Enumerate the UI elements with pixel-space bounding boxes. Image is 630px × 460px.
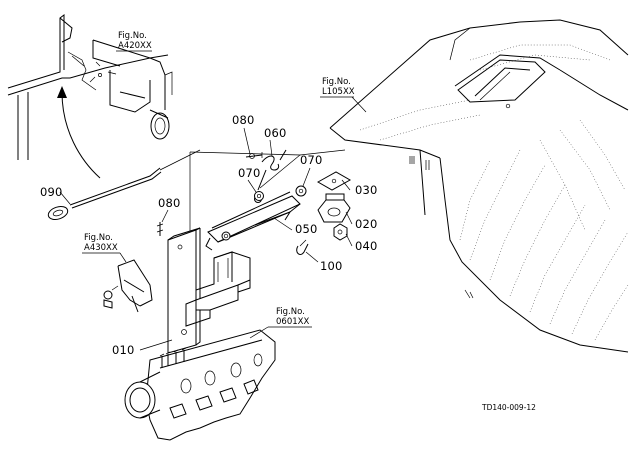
rod-part-090: [47, 167, 162, 220]
spring-part-060: [257, 149, 287, 191]
svg-text:Fig.No.: Fig.No.: [84, 233, 113, 243]
bracket-part-010: [167, 227, 251, 354]
callout-100: 100: [320, 259, 343, 273]
callout-040: 040: [355, 239, 378, 253]
fig-ref-l105: Fig.No. L105XX: [320, 77, 355, 98]
callout-070-left: 070: [238, 166, 261, 180]
plate-part-030: [316, 171, 352, 191]
drawing-code: TD140-009-12: [481, 403, 536, 412]
lower-bracket-assembly: [103, 259, 153, 313]
fig-ref-0601: Fig.No. 0601XX: [268, 307, 312, 328]
washer-part-070-left: [254, 191, 264, 201]
hidden-line: [159, 149, 201, 171]
clamp-part-020: [317, 193, 351, 223]
svg-text:0601XX: 0601XX: [276, 317, 309, 327]
fig-ref-a430: Fig.No. A430XX: [82, 233, 120, 254]
callout-090: 090: [40, 185, 63, 199]
plate-hole: [331, 178, 337, 184]
svg-text:Fig.No.: Fig.No.: [118, 31, 147, 41]
leader-lines: [59, 71, 367, 351]
callout-020: 020: [355, 217, 378, 231]
upper-frame-assembly: [7, 14, 173, 160]
svg-text:Fig.No.: Fig.No.: [322, 77, 351, 87]
arrowhead-icon: [57, 86, 67, 98]
lever-part-050: [205, 191, 301, 251]
svg-text:A430XX: A430XX: [84, 243, 118, 253]
callout-060: 060: [264, 126, 287, 140]
pin-part-080-left: [156, 222, 164, 236]
callout-050: 050: [295, 222, 318, 236]
svg-text:A420XX: A420XX: [118, 41, 152, 51]
callout-010: 010: [112, 343, 135, 357]
washer-hole: [256, 193, 262, 199]
callout-070-right: 070: [300, 153, 323, 167]
hood-panel: [329, 19, 629, 353]
callout-080-left: 080: [158, 196, 181, 210]
callout-030: 030: [355, 183, 378, 197]
callout-080-upper: 080: [232, 113, 255, 127]
washer-part-070-right: [295, 185, 307, 197]
washer-hole: [298, 188, 304, 194]
svg-text:L105XX: L105XX: [322, 87, 355, 97]
svg-text:Fig.No.: Fig.No.: [276, 307, 305, 317]
direction-arrow: [61, 91, 101, 179]
exhaust-manifold: [124, 329, 276, 441]
hidden-line: [299, 149, 346, 156]
pin-part-080-upper: [245, 152, 263, 159]
fig-ref-a420: Fig.No. A420XX: [116, 31, 152, 52]
nut-part-040: [333, 223, 348, 241]
cotter-pin-part-100: [296, 239, 309, 255]
